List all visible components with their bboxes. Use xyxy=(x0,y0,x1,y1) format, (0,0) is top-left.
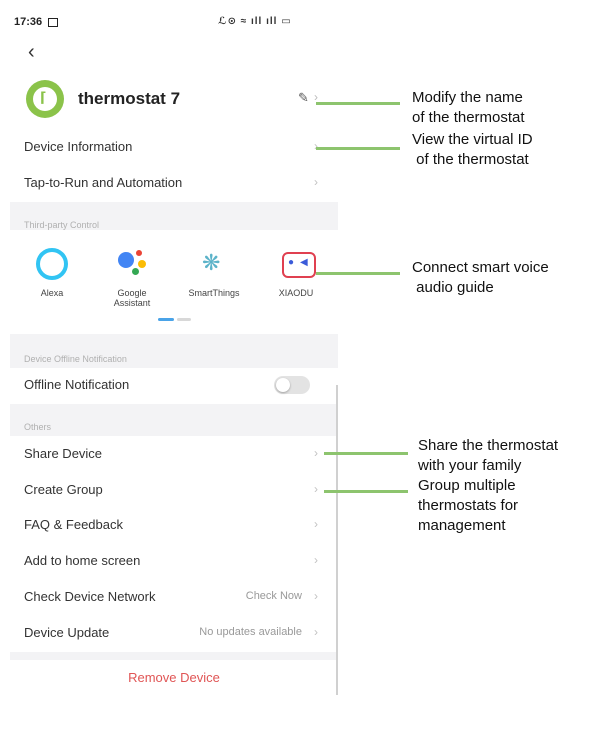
annotation-voice-guide: Connect smart voice audio guide xyxy=(412,259,549,296)
callout-line xyxy=(324,490,408,493)
status-time: 17:36 xyxy=(14,16,43,28)
annotation-share: Share the thermostat with your family xyxy=(418,437,559,474)
xiaodu-item[interactable]: ●◀ XIAODU xyxy=(266,248,326,298)
smartthings-icon: ❋ xyxy=(202,250,221,275)
device-name: thermostat 7 xyxy=(78,89,181,108)
row-value: Check Now xyxy=(245,590,302,602)
tp-name: XIAODU xyxy=(278,288,314,298)
xiaodu-icon: ●◀ xyxy=(280,248,316,280)
faq-feedback-row[interactable]: FAQ & Feedback › xyxy=(14,508,324,542)
tp-name: Google Assistant xyxy=(113,288,151,308)
google-assistant-item[interactable]: Google Assistant xyxy=(102,248,162,308)
notification-icon xyxy=(44,16,58,28)
row-label: Device Update xyxy=(24,625,110,640)
remove-device-label: Remove Device xyxy=(128,670,220,685)
section-label: Device Offline Notification xyxy=(24,354,127,364)
offline-notification-toggle[interactable] xyxy=(274,376,310,394)
callout-line xyxy=(316,102,400,105)
row-label: Create Group xyxy=(24,482,103,497)
callout-line xyxy=(324,452,408,455)
edit-pencil-icon[interactable]: ✎ xyxy=(298,90,309,105)
smartthings-item[interactable]: ❋ SmartThings xyxy=(184,248,244,298)
row-label: Share Device xyxy=(24,446,103,461)
status-icons: ℒ⊙ ≈ ıll ıll ▭ xyxy=(218,16,292,27)
others-section xyxy=(10,404,338,436)
chevron-right-icon: › xyxy=(314,482,318,496)
alexa-icon xyxy=(36,248,68,280)
third-party-section xyxy=(10,202,338,230)
google-assistant-icon xyxy=(116,248,148,280)
row-value: No updates available xyxy=(199,626,302,638)
row-label: FAQ & Feedback xyxy=(24,517,123,532)
thermostat-avatar-icon: ⌈ xyxy=(26,80,64,118)
back-arrow-icon[interactable]: ‹ xyxy=(28,41,35,63)
chevron-right-icon: › xyxy=(314,553,318,567)
chevron-right-icon: › xyxy=(314,589,318,603)
device-update-row[interactable]: Device Update No updates available › xyxy=(14,616,324,650)
annotation-modify-name: Modify the name of the thermostat xyxy=(412,89,525,126)
add-to-home-screen-row[interactable]: Add to home screen › xyxy=(14,544,324,578)
chevron-right-icon: › xyxy=(314,625,318,639)
tap-to-run-row[interactable]: Tap-to-Run and Automation › xyxy=(14,166,324,200)
pager-dot xyxy=(177,318,191,321)
check-device-network-row[interactable]: Check Device Network Check Now › xyxy=(14,580,324,614)
device-header: ⌈ thermostat 7 ✎ › xyxy=(14,80,324,120)
row-label: Tap-to-Run and Automation xyxy=(24,175,183,190)
device-information-row[interactable]: Device Information › xyxy=(14,130,324,164)
tp-name: Alexa xyxy=(40,288,64,298)
scrollbar[interactable] xyxy=(336,385,338,695)
section-label: Others xyxy=(24,422,52,432)
chevron-right-icon: › xyxy=(314,90,318,104)
section-label: Third-party Control xyxy=(24,220,100,230)
row-label: Offline Notification xyxy=(24,377,130,392)
annotation-virtual-id: View the virtual ID of the thermostat xyxy=(412,131,533,168)
offline-notification-row: Offline Notification xyxy=(14,368,324,402)
row-label: Check Device Network xyxy=(24,589,156,604)
chevron-right-icon: › xyxy=(314,446,318,460)
chevron-right-icon: › xyxy=(314,175,318,189)
create-group-row[interactable]: Create Group › xyxy=(14,473,324,507)
annotation-group: Group multiple thermostats for managemen… xyxy=(418,477,519,534)
share-device-row[interactable]: Share Device › xyxy=(14,437,324,471)
chevron-right-icon: › xyxy=(314,517,318,531)
row-label: Add to home screen xyxy=(24,553,141,568)
offline-section xyxy=(10,334,338,368)
third-party-card: Alexa Google Assistant ❋ SmartThings ●◀ … xyxy=(10,230,338,330)
chevron-right-icon: › xyxy=(314,139,318,153)
bottom-gap xyxy=(10,652,338,660)
tp-name: SmartThings xyxy=(188,288,240,298)
status-bar: 17:36 ℒ⊙ ≈ ıll ıll ▭ xyxy=(14,14,324,32)
callout-line xyxy=(316,272,400,275)
pager-dot-active xyxy=(158,318,174,321)
row-label: Device Information xyxy=(24,139,133,154)
remove-device-button[interactable]: Remove Device xyxy=(10,662,338,692)
callout-line xyxy=(316,147,400,150)
alexa-item[interactable]: Alexa xyxy=(22,248,82,298)
